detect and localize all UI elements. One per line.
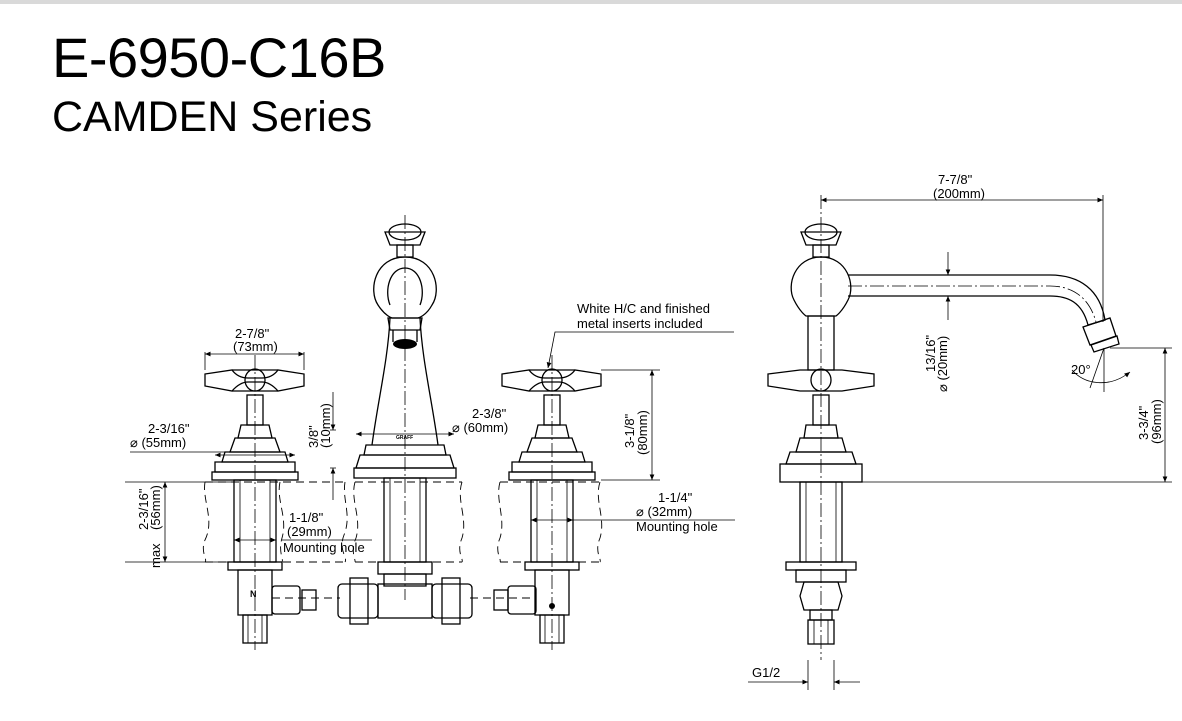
- connector-pipe: [271, 577, 537, 625]
- countertop-outline: [202, 481, 603, 563]
- outlet-height-in: 3-3/4": [1136, 405, 1151, 440]
- hot-cold-mark: N: [250, 589, 257, 599]
- dimension-lines-side: 7-7/8" (200mm) 13/16" ⌀ (20mm) 20° 3-3/4…: [748, 172, 1172, 690]
- inserts-callout-line2: metal inserts included: [577, 316, 703, 331]
- hole-right-mm: ⌀ (32mm): [636, 504, 692, 519]
- reach-in: 7-7/8": [938, 172, 973, 187]
- spout-base-in: 2-3/8": [472, 406, 507, 421]
- angle-label: 20°: [1071, 362, 1091, 377]
- model-number: E-6950-C16B: [52, 26, 386, 89]
- right-handle-valve: [501, 355, 602, 650]
- left-handle-valve: N: [204, 355, 305, 650]
- hole-left-mm: (29mm): [287, 524, 332, 539]
- reach-mm: (200mm): [933, 186, 985, 201]
- spout-base-mm: ⌀ (60mm): [452, 420, 508, 435]
- front-view: N: [125, 215, 735, 650]
- small-height-mm: (10mm): [318, 403, 333, 448]
- spout-front: GRAFF: [353, 215, 457, 600]
- hole-left-in: 1-1/8": [289, 510, 324, 525]
- base-dia-mm: ⌀ (55mm): [130, 435, 186, 450]
- hole-left-label: Mounting hole: [283, 540, 365, 555]
- top-rule: [0, 0, 1182, 4]
- thread-spec: G1/2: [752, 665, 780, 680]
- hole-right-in: 1-1/4": [658, 490, 693, 505]
- deck-thickness-mm: (56mm): [148, 485, 163, 530]
- handle-width-in: 2-7/8": [235, 326, 270, 341]
- deck-thickness-in: 2-3/16": [136, 488, 151, 530]
- handle-height-mm: (80mm): [635, 410, 650, 455]
- spout-dia-mm: ⌀ (20mm): [935, 336, 950, 392]
- spout-dia-in: 13/16": [923, 334, 938, 372]
- base-dia-in: 2-3/16": [148, 421, 190, 436]
- deck-max-label: max: [148, 543, 163, 568]
- dimension-lines-front: 2-7/8" (73mm) 2-3/16" ⌀ (55mm) 3/8" (10m…: [125, 301, 735, 568]
- inserts-callout-line1: White H/C and finished: [577, 301, 710, 316]
- handle-width-mm: (73mm): [233, 339, 278, 354]
- outlet-height-mm: (96mm): [1149, 399, 1164, 444]
- side-view: 7-7/8" (200mm) 13/16" ⌀ (20mm) 20° 3-3/4…: [748, 172, 1172, 690]
- handle-height-in: 3-1/8": [622, 413, 637, 448]
- hole-right-label: Mounting hole: [636, 519, 718, 534]
- series-name: CAMDEN Series: [52, 93, 373, 141]
- small-height-in: 3/8": [306, 425, 321, 448]
